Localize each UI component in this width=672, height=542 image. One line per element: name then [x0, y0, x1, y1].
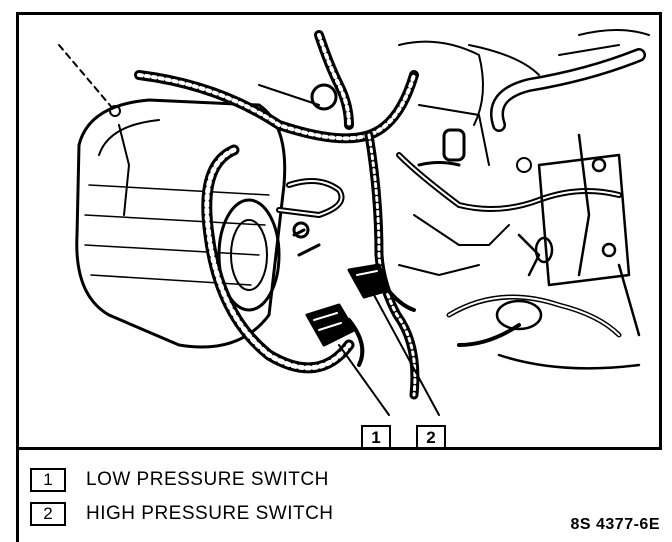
low-pressure-switch-shape	[292, 221, 365, 367]
leader-line-1	[338, 344, 390, 416]
leader-line-2	[373, 294, 440, 416]
legend-number-1: 1	[30, 468, 66, 492]
legend-number-2: 2	[30, 502, 66, 526]
engine-block	[258, 40, 532, 276]
legend-row-1: 1 LOW PRESSURE SWITCH	[30, 466, 329, 494]
left-rule	[16, 450, 19, 542]
illustration-frame: 1 2	[16, 12, 662, 450]
bracket-right	[446, 133, 641, 370]
callout-2: 2	[416, 425, 446, 447]
figure-code: 8S 4377-6E	[570, 516, 660, 533]
leader-line	[58, 44, 115, 111]
legend-label-1: LOW PRESSURE SWITCH	[86, 469, 329, 490]
engine-illustration	[58, 29, 650, 416]
high-pressure-switch-shape	[347, 263, 416, 312]
callout-1: 1	[361, 425, 391, 447]
legend-label-2: HIGH PRESSURE SWITCH	[86, 503, 334, 524]
legend-row-2: 2 HIGH PRESSURE SWITCH	[30, 500, 334, 528]
compressor	[75, 98, 287, 349]
fitting	[442, 128, 466, 162]
